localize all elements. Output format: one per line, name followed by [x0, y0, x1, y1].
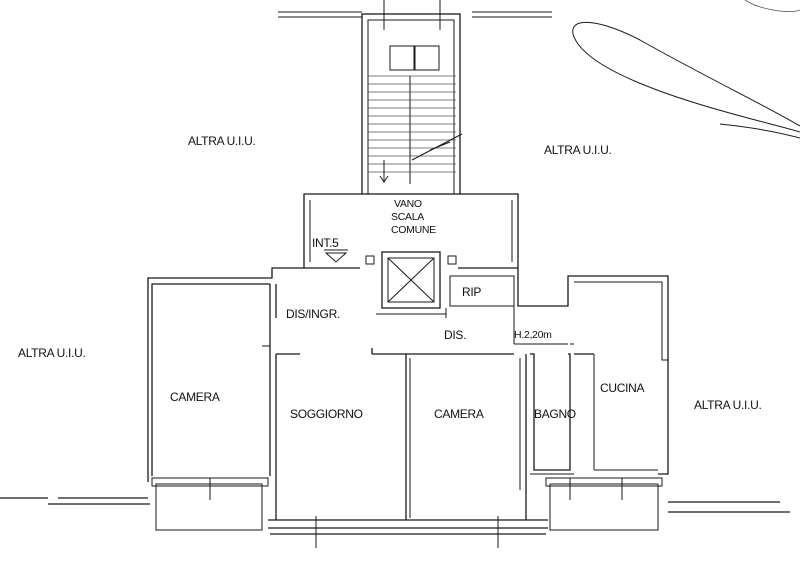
label-altra-top-right: ALTRA U.I.U.: [544, 143, 612, 157]
entrance-triangle-icon: [324, 252, 348, 263]
label-soggiorno: SOGGIORNO: [290, 407, 363, 421]
label-rip: RIP: [462, 285, 481, 299]
label-dis: DIS.: [444, 328, 466, 342]
label-int: INT.5: [312, 236, 339, 250]
stamp-mark: [572, 0, 800, 139]
label-comune: COMUNE: [391, 224, 436, 236]
label-camera-left: CAMERA: [170, 390, 220, 404]
stair-treads: [368, 75, 463, 184]
rip-storage-box: [449, 275, 515, 307]
label-bagno: BAGNO: [534, 407, 576, 421]
elevator-shaft: [381, 251, 441, 309]
label-altra-top-left: ALTRA U.I.U.: [188, 134, 256, 148]
stair-landing: [303, 193, 519, 309]
label-vano: VANO: [394, 198, 422, 210]
label-cucina: CUCINA: [600, 381, 644, 395]
label-altra-mid-left: ALTRA U.I.U.: [18, 346, 86, 360]
top-boundary: [278, 11, 552, 18]
label-camera-right: CAMERA: [434, 407, 484, 421]
stair-shaft: [361, 0, 463, 195]
label-altra-mid-right: ALTRA U.I.U.: [694, 398, 762, 412]
label-dis-ingr: DIS/INGR.: [286, 307, 340, 321]
label-height: H.2,20m: [514, 329, 552, 341]
interior-walls: [262, 275, 658, 520]
apartment-walls: [0, 267, 790, 548]
label-scala: SCALA: [391, 211, 424, 223]
room-labels: ALTRA U.I.U. ALTRA U.I.U. ALTRA U.I.U. A…: [18, 134, 762, 421]
